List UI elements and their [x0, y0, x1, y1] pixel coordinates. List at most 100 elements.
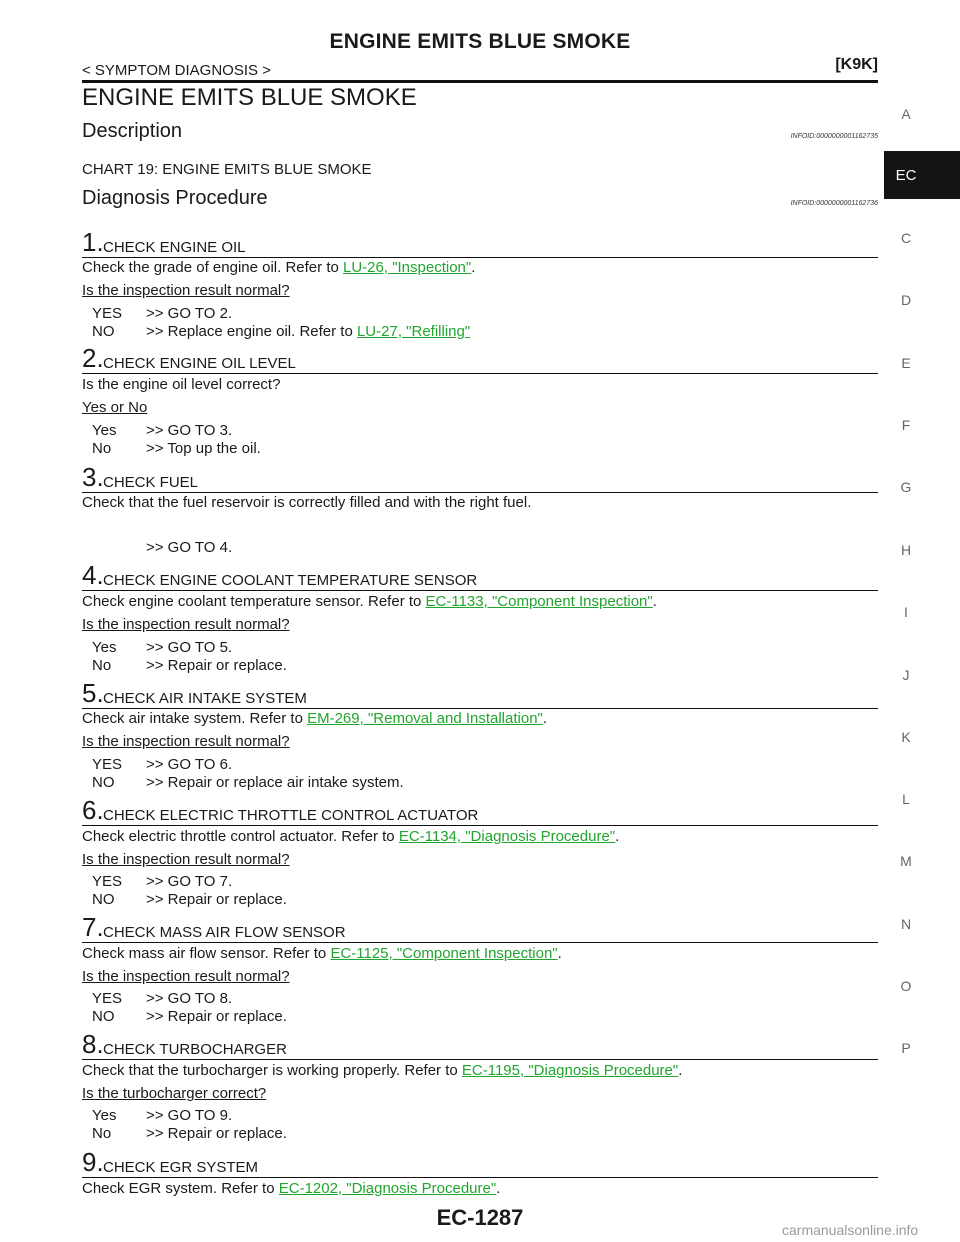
answer-text: >> Replace engine oil. Refer to — [146, 323, 357, 340]
side-tab-f[interactable]: F — [901, 417, 911, 433]
step-2-instruction: Is the engine oil level correct? — [82, 376, 281, 393]
step-title: CHECK AIR INTAKE SYSTEM — [103, 690, 307, 707]
step-number: 2. — [82, 343, 104, 373]
instruction-text-end: . — [471, 259, 476, 276]
answer-text: >> Repair or replace air intake system. — [146, 774, 404, 791]
side-tab-i[interactable]: I — [904, 604, 908, 620]
instruction-text-end: . — [615, 828, 620, 845]
answer-text: >> GO TO 5. — [146, 639, 233, 656]
step-6-reference-link[interactable]: EC-1134, "Diagnosis Procedure" — [398, 828, 616, 845]
step-4-question: Is the inspection result normal? — [82, 616, 290, 633]
step-title: CHECK ENGINE COOLANT TEMPERATURE SENSOR — [103, 572, 478, 589]
step-6-question: Is the inspection result normal? — [82, 851, 290, 868]
step-2-answer-no: No>> Top up the oil. — [92, 440, 261, 457]
step-8-instruction: Check that the turbocharger is working p… — [82, 1062, 682, 1079]
side-tab-a[interactable]: A — [901, 106, 911, 122]
page-number: EC-1287 — [436, 1205, 524, 1230]
side-tab-n[interactable]: N — [900, 916, 912, 932]
answer-key: YES — [92, 873, 123, 890]
instruction-text-end: . — [678, 1062, 683, 1079]
step-title: CHECK ENGINE OIL LEVEL — [103, 355, 296, 372]
step-1-answer-no: NO >> Replace engine oil. Refer to LU-27,… — [92, 323, 470, 340]
diagnosis-infoid: INFOID:0000000001162736 — [790, 200, 878, 207]
step-8-reference-link[interactable]: EC-1195, "Diagnosis Procedure" — [461, 1062, 679, 1079]
side-tab-c[interactable]: C — [900, 230, 912, 246]
answer-text: >> Repair or replace. — [146, 1125, 287, 1142]
side-tab-l[interactable]: L — [902, 791, 910, 807]
answer-key: NO — [92, 1008, 115, 1025]
step-number: 5. — [82, 678, 104, 708]
step-title: CHECK ENGINE OIL — [103, 239, 246, 256]
watermark: carmanualsonline.info — [782, 1222, 919, 1238]
instruction-text-end: . — [496, 1180, 501, 1197]
answer-key: No — [92, 440, 112, 457]
chart-reference-text: CHART 19: ENGINE EMITS BLUE SMOKE — [82, 161, 372, 178]
answer-key: Yes — [92, 422, 117, 439]
step-5-instruction: Check air intake system. Refer to EM-269… — [82, 710, 547, 727]
step-7-question: Is the inspection result normal? — [82, 968, 290, 985]
answer-key: No — [92, 657, 112, 674]
side-tab-k[interactable]: K — [901, 729, 911, 745]
step-8-answer-yes: Yes>> GO TO 9. — [92, 1107, 232, 1124]
answer-key: NO — [92, 774, 115, 791]
side-tab-ec[interactable]: EC — [895, 167, 917, 184]
side-tab-d[interactable]: D — [900, 292, 912, 308]
side-tab-h[interactable]: H — [900, 542, 912, 558]
instruction-text-end: . — [542, 710, 548, 727]
answer-key: NO — [92, 323, 115, 340]
step-2-question: Yes or No — [82, 399, 148, 416]
answer-key: YES — [92, 305, 123, 322]
step-7-reference-link[interactable]: EC-1125, "Component Inspection" — [330, 945, 558, 962]
answer-text: >> GO TO 4. — [146, 539, 233, 556]
step-1-answer-yes: YES >> GO TO 2. — [92, 305, 232, 322]
step-5-answer-no: NO >> Repair or replace air intake system… — [92, 774, 404, 791]
instruction-text: Check that the turbocharger is working p… — [82, 1062, 462, 1079]
side-tab-o[interactable]: O — [900, 978, 912, 994]
model-code: [K9K] — [835, 56, 878, 73]
header-divider — [82, 80, 878, 83]
diagnosis-heading: Diagnosis Procedure INFOID:0000000001162… — [82, 187, 878, 210]
step-5-reference-link[interactable]: EM-269, "Removal and Installation" — [307, 710, 543, 727]
main-title: ENGINE EMITS BLUE SMOKE — [82, 84, 417, 111]
instruction-text: Check engine coolant temperature sensor.… — [82, 593, 426, 610]
side-tab-g[interactable]: G — [900, 479, 912, 495]
answer-text: >> GO TO 2. — [146, 305, 233, 322]
step-9-header: 9. CHECK EGR SYSTEM — [82, 1147, 878, 1178]
step-title: CHECK ELECTRIC THROTTLE CONTROL ACTUATOR — [103, 807, 479, 824]
step-7-answer-no: NO >> Repair or replace. — [92, 1008, 287, 1025]
instruction-text-end: . — [557, 945, 562, 962]
step-9-reference-link[interactable]: EC-1202, "Diagnosis Procedure" — [278, 1180, 497, 1197]
answer-text: >> GO TO 8. — [146, 990, 233, 1007]
side-tab-m[interactable]: M — [900, 853, 912, 869]
answer-text: >> GO TO 3. — [146, 422, 233, 439]
step-title: CHECK MASS AIR FLOW SENSOR — [103, 924, 346, 941]
instruction-text-end: . — [652, 593, 657, 610]
instruction-text: Check mass air flow sensor. Refer to — [82, 945, 331, 962]
step-3-header: 3. CHECK FUEL — [82, 462, 878, 493]
instruction-text: Check air intake system. Refer to — [82, 710, 308, 727]
step-1-question: Is the inspection result normal? — [82, 282, 290, 299]
step-2-header: 2. CHECK ENGINE OIL LEVEL — [82, 343, 878, 374]
step-1-answer-link[interactable]: LU-27, "Refilling" — [356, 323, 471, 340]
step-number: 8. — [82, 1029, 104, 1059]
description-infoid: INFOID:0000000001162735 — [790, 133, 878, 140]
step-number: 1. — [82, 227, 104, 257]
side-tab-j[interactable]: J — [902, 667, 910, 683]
side-tab-p[interactable]: P — [901, 1040, 911, 1056]
step-1-reference-link[interactable]: LU-26, "Inspection" — [343, 259, 472, 276]
side-tab-e[interactable]: E — [901, 355, 911, 371]
step-6-instruction: Check electric throttle control actuator… — [82, 828, 619, 845]
description-heading: Description INFOID:0000000001162735 — [82, 120, 878, 143]
answer-text: >> Repair or replace. — [146, 1008, 287, 1025]
answer-key: NO — [92, 891, 115, 908]
step-number: 6. — [82, 795, 104, 825]
answer-text: >> GO TO 6. — [146, 756, 233, 773]
active-tab-background — [884, 151, 960, 199]
step-title: CHECK FUEL — [103, 474, 199, 491]
instruction-text: Check the grade of engine oil. Refer to — [82, 259, 343, 276]
page-title: ENGINE EMITS BLUE SMOKE — [329, 30, 631, 53]
step-4-reference-link[interactable]: EC-1133, "Component Inspection" — [425, 593, 653, 610]
step-2-answer-yes: Yes >> GO TO 3. — [92, 422, 232, 439]
answer-key: YES — [92, 756, 123, 773]
step-3-instruction: Check that the fuel reservoir is correct… — [82, 494, 532, 511]
